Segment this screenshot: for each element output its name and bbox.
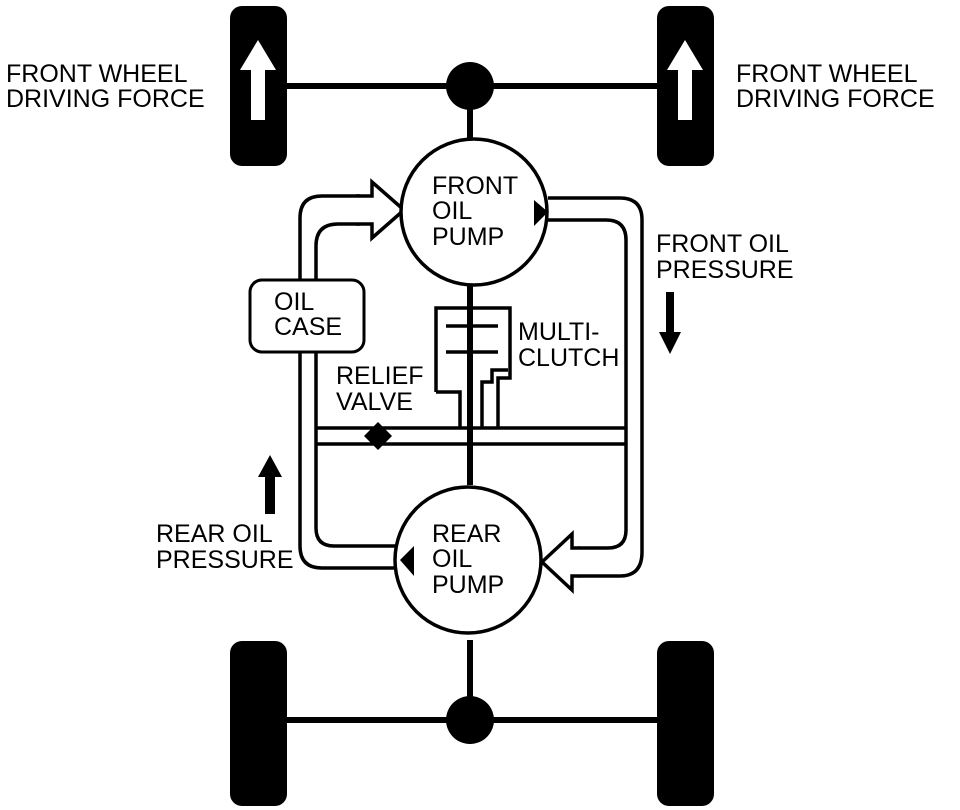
relief-valve-check-valve-icon bbox=[364, 422, 392, 450]
front-right-up-arrow-icon bbox=[667, 40, 703, 120]
front-oil-pressure-label: FRONT OIL PRESSURE bbox=[656, 230, 795, 284]
oil-case-label: OIL CASE bbox=[274, 288, 342, 341]
rear-oil-pressure-up-arrow-icon bbox=[258, 455, 282, 514]
rear-right-wheel-icon bbox=[657, 641, 714, 806]
front-oil-pressure-down-arrow-icon bbox=[659, 292, 681, 354]
front-oil-pump-label: FRONT OIL PUMP bbox=[432, 172, 525, 251]
front-pump-inlet-arrow-icon bbox=[356, 178, 407, 242]
front-wheel-left-label: FRONT WHEEL DRIVING FORCE bbox=[6, 60, 205, 113]
rear-pump-inlet-arrow-icon bbox=[539, 529, 580, 595]
rear-differential bbox=[446, 696, 494, 744]
front-left-up-arrow-icon bbox=[240, 40, 276, 120]
rear-left-wheel-icon bbox=[230, 641, 287, 806]
rear-pump-outlet-triangle-icon bbox=[400, 546, 414, 576]
front-pump-outlet-triangle-icon bbox=[534, 200, 548, 226]
rear-oil-pump bbox=[393, 485, 543, 635]
left-oil-line bbox=[298, 194, 400, 570]
front-differential bbox=[446, 62, 494, 110]
front-wheel-right-label: FRONT WHEEL DRIVING FORCE bbox=[736, 60, 935, 113]
rear-oil-pressure-label: REAR OIL PRESSURE bbox=[156, 520, 294, 574]
oil-case-box bbox=[248, 278, 366, 354]
relief-valve-label: RELIEF VALVE bbox=[336, 362, 430, 416]
multi-clutch-housing bbox=[434, 306, 512, 428]
rear-oil-pump-label: REAR OIL PUMP bbox=[432, 520, 508, 599]
multi-clutch-label: MULTI- CLUTCH bbox=[518, 318, 619, 372]
right-oil-line bbox=[548, 196, 644, 578]
